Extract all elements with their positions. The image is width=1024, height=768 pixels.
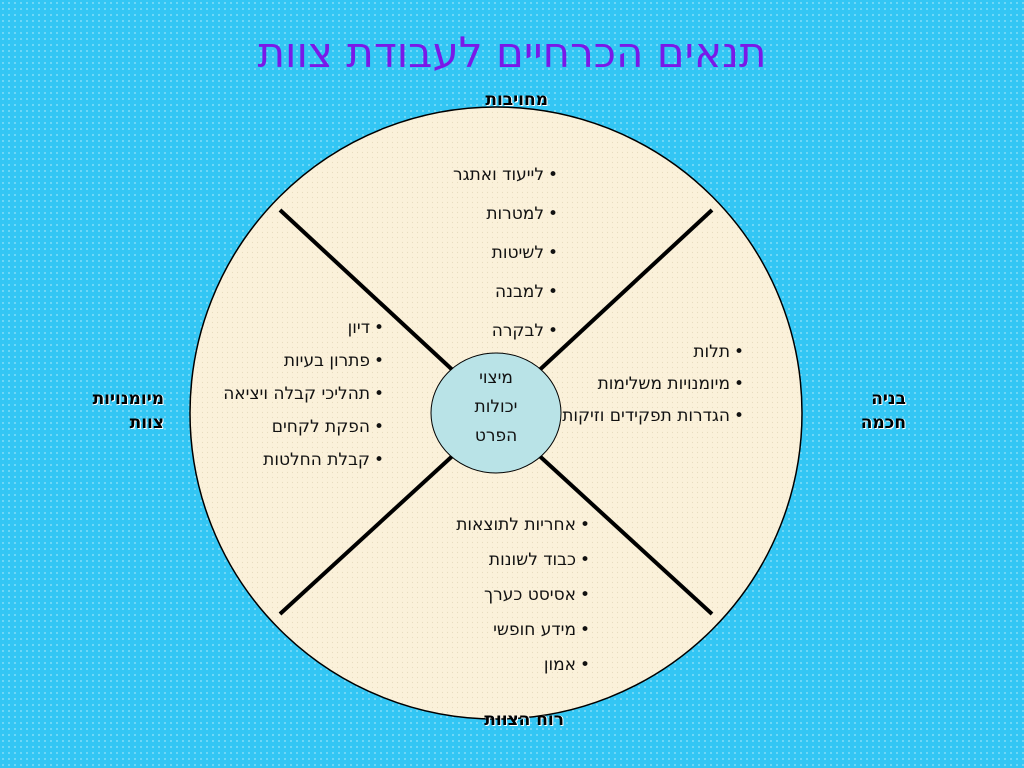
divider-bottom-right: [531, 448, 714, 616]
list-item: אחריות לתוצאות: [400, 514, 590, 536]
quadrant-wisdom-list: תלות מיומנויות משלימות הגדרות תפקידים וז…: [562, 341, 744, 437]
center-line: יכולות: [474, 397, 518, 417]
center-line: הפרט: [474, 426, 518, 446]
list-item: תהליכי קבלה ויציאה: [212, 383, 384, 405]
list-item: הגדרות תפקידים וזיקות: [562, 405, 744, 427]
list-item: לשיטות: [380, 242, 558, 264]
divider-top-left: [278, 208, 461, 378]
divider-bottom-left: [278, 448, 461, 616]
list-item: אמון: [400, 654, 590, 676]
label-building-wisdom: בניה חכמה: [860, 389, 906, 433]
list-item: אסיסט כערך: [400, 584, 590, 606]
list-item: לייעוד ואתגר: [380, 164, 558, 186]
slide-title: תנאים הכרחיים לעבודת צוות: [257, 28, 767, 77]
label-team-skills: מיומנויות צוות: [92, 389, 164, 433]
list-item: מיומנויות משלימות: [562, 373, 744, 395]
list-item: תלות: [562, 341, 744, 363]
quadrant-team-skills-list: דיון פתרון בעיות תהליכי קבלה ויציאה הפקת…: [212, 317, 384, 482]
label-commitment: מחויבות: [485, 90, 548, 110]
center-label: מיצוי יכולות הפרט: [431, 364, 561, 451]
quadrant-commitment-list: לייעוד ואתגר למטרות לשיטות למבנה לבקרה: [380, 164, 558, 359]
list-item: קבלת החלטות: [212, 449, 384, 471]
list-item: דיון: [212, 317, 384, 339]
list-item: הפקת לקחים: [212, 416, 384, 438]
list-item: לבקרה: [380, 320, 558, 342]
list-item: מידע חופשי: [400, 619, 590, 641]
list-item: כבוד לשונות: [400, 549, 590, 571]
label-team-spirit: רוח הצוות: [484, 710, 564, 730]
list-item: למבנה: [380, 281, 558, 303]
quadrant-team-spirit-list: אחריות לתוצאות כבוד לשונות אסיסט כערך מי…: [400, 514, 590, 689]
list-item: פתרון בעיות: [212, 350, 384, 372]
list-item: למטרות: [380, 203, 558, 225]
center-ellipse: [430, 352, 562, 474]
center-line: מיצוי: [479, 368, 513, 388]
